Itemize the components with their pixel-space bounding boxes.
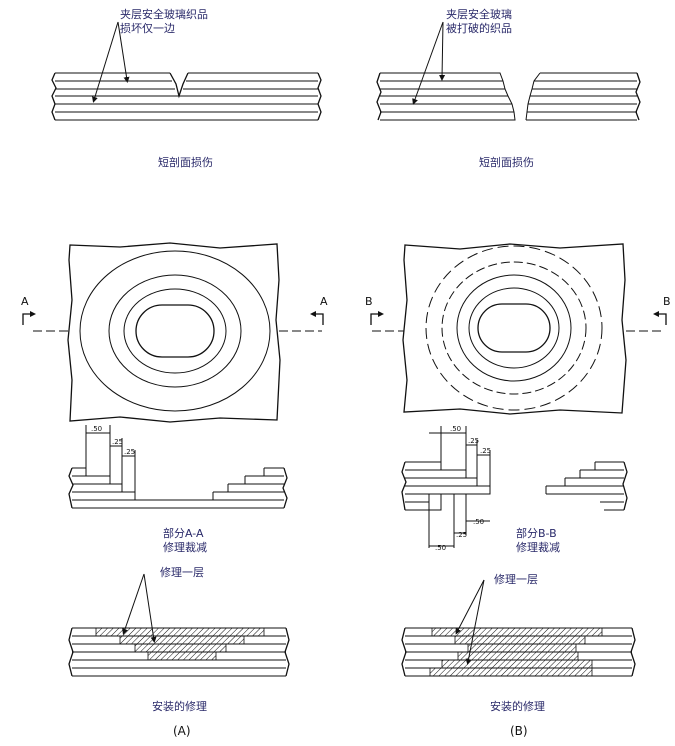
panel-a-section-sub: 修理裁减	[163, 541, 207, 554]
panel-a-marker-right: A	[320, 295, 328, 308]
panel-b-dim-6: .50	[435, 544, 446, 552]
panel-a-note-line2: 损坏仅一边	[120, 22, 175, 35]
panel-b-ply-label: 修理一层	[494, 573, 538, 586]
panel-a-ply-label: 修理一层	[160, 566, 204, 579]
panel-b-dim-4: .50	[473, 518, 484, 526]
panel-b-dim-5: .25	[456, 531, 467, 539]
panel-b-note-line1: 夹层安全玻璃	[446, 8, 512, 21]
panel-b-dim-1: .50	[450, 425, 461, 433]
panel-b-caption-install: 安装的修理	[490, 700, 545, 713]
panel-b-plan-view	[370, 243, 667, 415]
panel-b-section-sub: 修理裁减	[516, 541, 560, 554]
panel-b-dim-2: .25	[468, 437, 479, 445]
panel-b-caption-damage: 短剖面损伤	[479, 156, 534, 169]
panel-b-installed-repair	[401, 579, 636, 677]
panel-a-marker-left: A	[21, 295, 29, 308]
panel-b-marker-right: B	[663, 295, 671, 308]
panel-b-note-line2: 被打破的织品	[446, 22, 512, 35]
panel-a-plan-view	[22, 242, 324, 423]
panel-b-damage-section	[376, 21, 641, 121]
panel-b-marker-left: B	[365, 295, 373, 308]
panel-a-installed-repair	[68, 573, 290, 677]
panel-a-section-aa: .50 .25 .25	[68, 425, 288, 509]
panel-a-caption-damage: 短剖面损伤	[158, 156, 213, 169]
panel-b-letter: (B)	[510, 724, 528, 738]
panel-a-section-title: 部分A-A	[163, 527, 204, 540]
panel-a-damage-section	[51, 21, 322, 121]
panel-b-section-bb: .50 .25 .25 .50 .25 .50	[401, 425, 628, 552]
panel-a-dim-2: .25	[112, 438, 123, 446]
panel-a-dim-1: .50	[91, 425, 102, 433]
panel-b-section-title: 部分B-B	[516, 527, 557, 540]
panel-a-note-line1: 夹层安全玻璃织品	[120, 8, 208, 21]
panel-a-dim-3: .25	[124, 448, 135, 456]
panel-a-letter: (A)	[173, 724, 191, 738]
panel-b-dim-3: .25	[480, 447, 491, 455]
panel-a-caption-install: 安装的修理	[152, 700, 207, 713]
